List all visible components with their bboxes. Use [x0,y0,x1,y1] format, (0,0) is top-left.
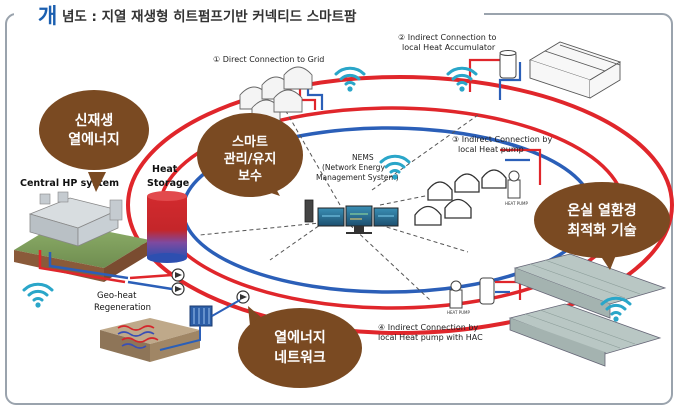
conn4-label-line1: ④ Indirect Connection by [378,323,478,332]
central-hp-building [14,191,150,284]
title-background [14,2,484,28]
callout-renewable-line2: 열에너지 [68,131,120,148]
conn3-label-line1: ③ Indirect Connection by [452,135,552,144]
hac-tank-icon [479,277,495,305]
callout-greenhouse-line1: 온실 열환경 [567,202,636,219]
central-hp-label: Central HP system [20,178,119,189]
wifi-icon [379,154,411,174]
heat-storage-label-line1: Heat [152,164,178,175]
callout-network-line2: 네트워크 [274,350,326,366]
wifi-icons [22,66,632,316]
nems-label-line3: Management System) [316,173,399,182]
callout-greenhouse: 온실 열환경 최적화 기술 [534,182,670,270]
conn4-label-line2: local Heat pump with HAC [378,333,483,342]
wifi-dots [35,86,619,322]
geo-heat-label-line2: Regeneration [94,303,151,313]
callout-renewable: 신재생 열에너지 [39,90,149,192]
wifi-icon [334,66,366,86]
heat-storage-tank [147,191,187,263]
greenhouse-icon-site2 [528,41,622,99]
callout-renewable-line1: 신재생 [75,113,114,129]
hot-pipe-ring-outer [126,75,674,335]
title-text: 념도 : 지열 재생형 히트펌프기반 커넥티드 스마트팜 [62,8,357,25]
heat-pump-tag-site4: HEAT PUMP [447,310,470,315]
site-connection-pipes [298,58,542,300]
pump-icon [171,268,250,304]
greenhouse-icon-site3 [414,169,507,226]
monitor-icon [317,205,399,234]
geo-heat-label-line1: Geo-heat [97,291,137,301]
heat-pump-icon-site4: HEAT PUMP [447,280,470,315]
title-prefix: 개 [38,4,57,28]
heat-pump-icon-site3: HEAT PUMP [505,170,528,206]
callout-network: 열에너지 네트워크 [238,306,362,388]
computer-tower-icon [304,199,314,223]
callout-smart: 스마트 관리/유지 보수 [197,113,303,197]
geo-heat-field [100,318,200,362]
greenhouse-icon-site4 [508,253,667,367]
conn2-label-line1: ② Indirect Connection to [398,33,497,42]
heat-pump-tag-site3: HEAT PUMP [505,201,528,206]
callout-smart-line2: 관리/유지 [224,151,277,167]
conn1-label: ① Direct Connection to Grid [213,55,324,64]
heat-exchanger-icon [189,305,213,327]
heat-storage-label-line2: Storage [147,178,189,189]
conn2-label-line2: local Heat Accumulator [402,43,496,52]
wifi-icon [600,296,632,316]
conn3-label-line2: local Heat pump [458,145,524,154]
nems-label-line2: (Network Energy [322,163,385,172]
callout-smart-line1: 스마트 [232,134,268,150]
callout-greenhouse-line2: 최적화 기술 [567,222,636,239]
callout-network-line1: 열에너지 [274,329,326,346]
heat-accumulator-icon [499,50,517,79]
wifi-icon [22,282,54,302]
callout-smart-line3: 보수 [238,169,262,184]
wifi-icon [446,66,478,86]
nems-label-line1: NEMS [352,153,374,162]
